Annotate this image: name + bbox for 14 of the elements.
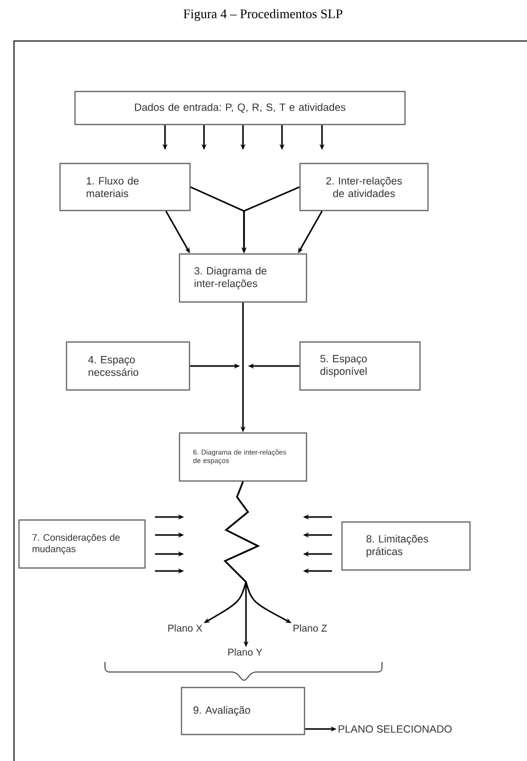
- node-label: Plano X: [168, 624, 202, 632]
- process-box: 8. Limitações práticas: [341, 521, 471, 571]
- process-box: 2. Inter-relações de atividades: [299, 162, 429, 212]
- figure-title: Figura 4 – Procedimentos SLP: [184, 9, 342, 21]
- process-box: 5. Espaço disponível: [299, 341, 421, 391]
- process-box: Dados de entrada: P, Q, R, S, T e atividades: [74, 90, 406, 126]
- process-box: 9. Avaliação: [180, 686, 306, 736]
- node-label: Plano Z: [294, 624, 327, 632]
- process-box: 3. Diagrama de inter-relações: [178, 253, 308, 303]
- process-box: 1. Fluxo de materiais: [59, 162, 191, 212]
- process-box: 4. Espaço necessário: [66, 341, 190, 391]
- node-label: PLANO SELECIONADO: [338, 725, 452, 733]
- node-label: Plano Y: [228, 648, 262, 656]
- process-box: 7. Considerações de mudanças: [18, 519, 146, 569]
